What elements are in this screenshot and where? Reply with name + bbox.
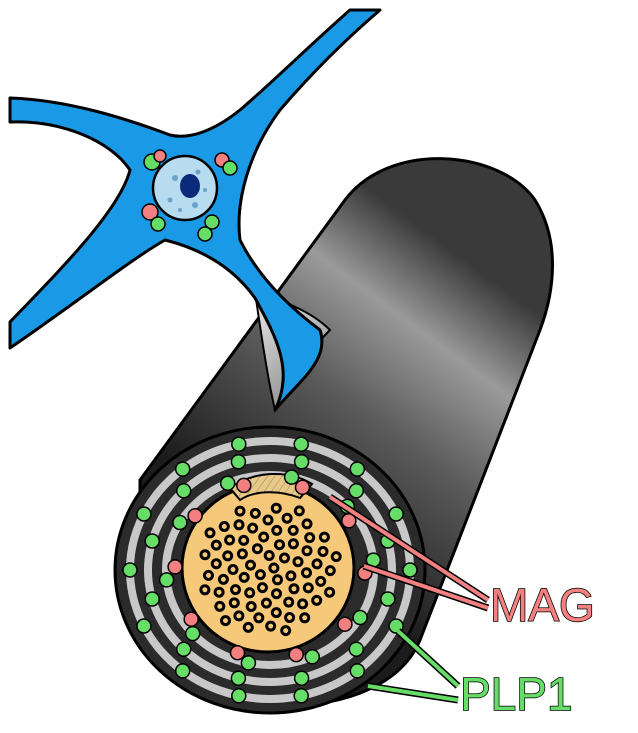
nucleolus [180,174,200,198]
plp1-dot [389,507,403,521]
plp1-dot [123,563,137,577]
mag-dot [231,646,245,660]
plp1-dot [177,484,191,498]
plp1-dot [350,664,364,678]
plp1-dot [177,642,191,656]
plp1-dot [294,689,308,703]
plp1-dot [349,484,363,498]
plp1-dot [145,534,159,548]
plp1-label: PLP1 [460,668,573,720]
mag-dot [338,617,352,631]
mag-dot [237,478,251,492]
plp1-dot [176,664,190,678]
plp1-dot [381,592,395,606]
plp1-dot [186,627,200,641]
plp1-dot [353,611,367,625]
plp1-dot [295,455,309,469]
plp1-dot [295,671,309,685]
plp1-dot [221,476,235,490]
plp1-dot [403,563,417,577]
plp1-dot [176,462,190,476]
plp1-dot [349,642,363,656]
mag-dot [289,648,303,662]
plp1-dot [137,619,151,633]
mag-label: MAG [490,579,595,631]
plp1-dot [241,656,255,670]
plp1-dot [232,437,246,451]
plp1-dot [285,470,299,484]
mag-dot [168,560,182,574]
plp1-dot [305,650,319,664]
plp1-dot [294,437,308,451]
plp1-dot [231,671,245,685]
plp1-dot [173,516,187,530]
plp1-dot [231,455,245,469]
mag-dot [296,480,310,494]
plp1-dot [232,689,246,703]
mag-dot [188,509,202,523]
plp1-dot [350,462,364,476]
plp1-dot [137,507,151,521]
plp1-dot [145,592,159,606]
mag-dot [184,612,198,626]
plp1-dot [160,573,174,587]
